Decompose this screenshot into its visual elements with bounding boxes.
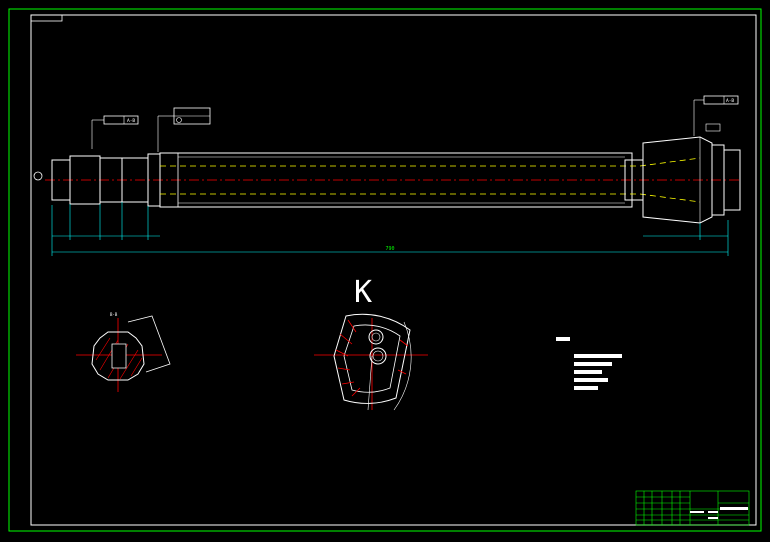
datum-flag-right — [705, 123, 721, 132]
detail-hole-upper-inner — [371, 332, 381, 342]
section-left-keyway — [111, 343, 127, 369]
detail-hole-upper — [368, 329, 384, 345]
datum-ref-left: A-B — [127, 118, 135, 124]
tolerance-frame-middle — [157, 107, 211, 152]
bore-taper-hidden-bottom — [639, 193, 701, 203]
notes-line-5 — [574, 386, 598, 390]
detail-hole-center-inner — [372, 350, 384, 362]
tolerance-box-right — [703, 95, 739, 105]
shaft-main-view — [33, 136, 741, 224]
shaft-main-body — [159, 152, 633, 208]
dimension-lines — [51, 202, 729, 256]
sheet-number-box — [30, 14, 63, 22]
tolerance-box-left — [103, 115, 139, 125]
center-hole-symbol — [33, 171, 43, 181]
tolerance-frame-left: A-B — [91, 115, 139, 149]
inner-sheet-border — [30, 14, 757, 526]
detail-segment-inner — [343, 324, 401, 393]
technical-notes — [556, 337, 622, 390]
title-block-fill-3 — [708, 517, 718, 519]
tolerance-frame-right: A-B — [693, 95, 739, 136]
detail-hatch — [335, 319, 409, 397]
title-block-fill-2 — [708, 511, 718, 513]
outer-sheet-border — [8, 8, 762, 532]
title-block — [635, 490, 750, 526]
overall-dimension-value: 790 — [385, 246, 394, 252]
detail-hole-center — [369, 347, 387, 365]
shaft-flange-tip — [723, 149, 741, 211]
detail-segment-outer — [333, 313, 411, 404]
section-left-label: B-B — [110, 312, 118, 317]
notes-title — [556, 337, 570, 341]
bore-taper-hidden-top — [639, 157, 701, 167]
title-block-fill-1 — [690, 511, 704, 513]
section-left-gear-profile — [91, 331, 145, 381]
runout-symbol — [176, 117, 182, 123]
detail-leader-1 — [367, 355, 373, 411]
notes-line-1 — [574, 354, 622, 358]
section-view-left: B-B — [76, 312, 171, 392]
notes-line-3 — [574, 370, 602, 374]
section-left-outline-skew — [127, 315, 171, 373]
detail-view-k: K — [314, 275, 428, 411]
notes-line-4 — [574, 378, 608, 382]
detail-angle-dim — [393, 321, 412, 411]
detail-view-label: K — [354, 275, 372, 310]
title-block-frame — [635, 490, 750, 526]
notes-line-2 — [574, 362, 612, 366]
datum-ref-right: A-B — [726, 98, 734, 104]
title-block-name-bar — [720, 507, 748, 510]
